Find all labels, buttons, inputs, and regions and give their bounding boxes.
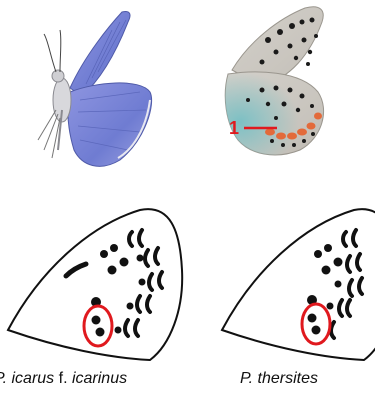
icarinus-hindwing-diagram xyxy=(8,209,182,360)
caption-icarus-icarinus: P. icarus f. icarinus xyxy=(0,370,127,388)
caption-left-species: P. icarus xyxy=(0,370,54,387)
callout-label: 1 xyxy=(229,118,239,138)
thersites-highlight-ring xyxy=(302,304,330,344)
icarinus-highlight-ring xyxy=(84,306,112,346)
icarus-hindwing xyxy=(68,83,152,166)
caption-left-form: icarinus xyxy=(72,370,127,387)
thersites-wing-outline xyxy=(222,209,375,360)
underside-wing-illustration xyxy=(225,7,323,155)
caption-left-form-prefix: f. xyxy=(54,370,72,387)
icarinus-wing-outline xyxy=(8,209,182,360)
icarus-butterfly-illustration xyxy=(38,11,152,166)
thersites-hindwing-diagram xyxy=(222,209,375,360)
caption-thersites: P. thersites xyxy=(240,370,318,388)
caption-right-species: P. thersites xyxy=(240,370,318,387)
